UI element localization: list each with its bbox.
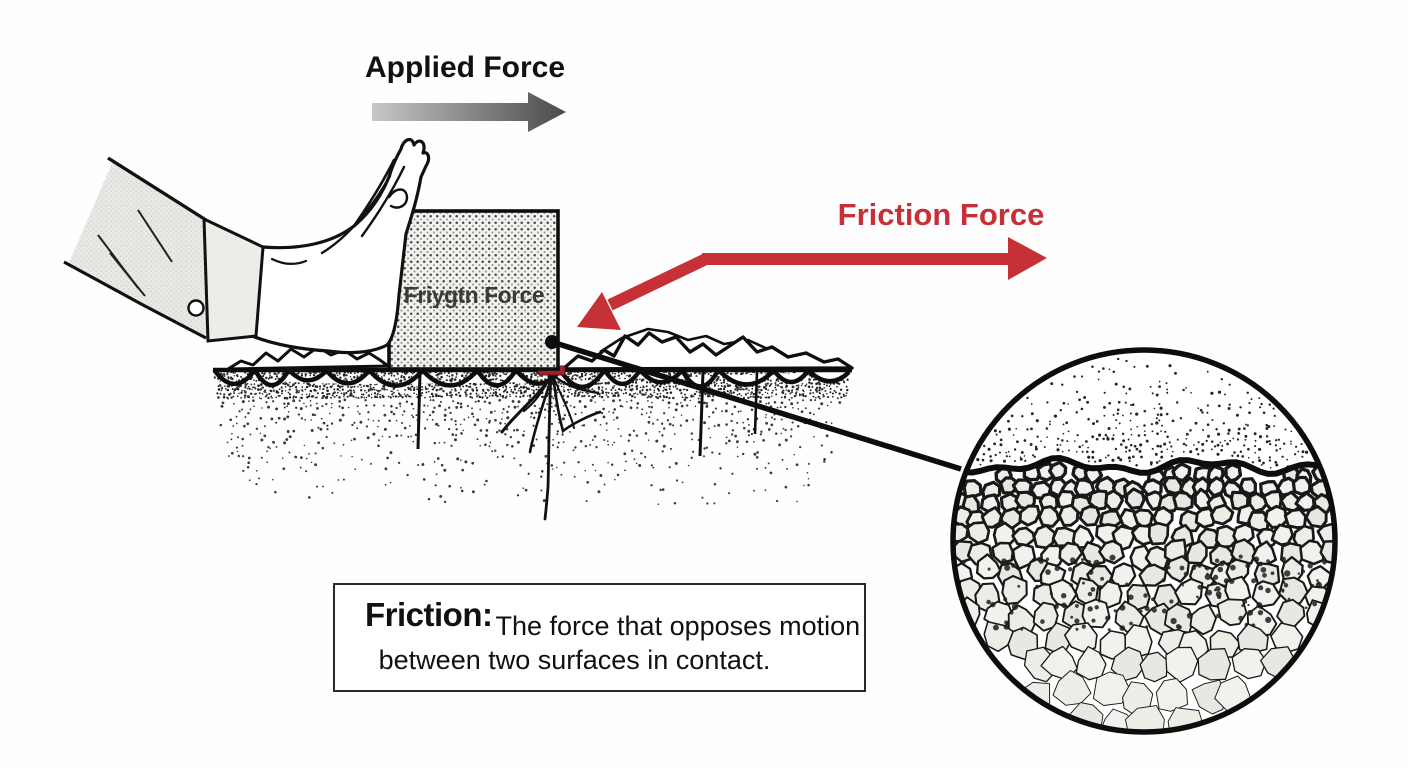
- applied-force-annotation: Applied Force: [365, 51, 566, 132]
- block-body: [387, 209, 560, 371]
- ground-crack-1: [416, 371, 422, 450]
- lens-top-stipple: [976, 357, 1309, 469]
- friction-arrow-head-right: [1008, 237, 1047, 280]
- definition-box: Friction: The force that opposes motion …: [333, 583, 866, 692]
- sleeve-bottom-edge: [63, 260, 207, 340]
- sleeve-fold-lines: [97, 209, 173, 297]
- callout-connector-line: [551, 339, 962, 472]
- applied-force-label: Applied Force: [365, 51, 565, 84]
- cuff-button: [187, 299, 205, 317]
- right-surface-ridge: [561, 331, 854, 371]
- block-garbled-label: Friygtn Force: [404, 282, 544, 308]
- friction-force-label: Friction Force: [838, 197, 1045, 232]
- shirt-sleeve: [68, 161, 208, 341]
- contact-crack-roots: [500, 372, 602, 521]
- friction-force-annotation: Friction Force: [577, 197, 1047, 330]
- shirt-cuff: [202, 216, 265, 343]
- applied-force-arrow: [372, 92, 566, 132]
- definition-line-1: Friction: The force that opposes motion: [335, 585, 864, 640]
- friction-arrow-bend: [607, 253, 709, 311]
- definition-term: Friction:: [365, 596, 493, 633]
- definition-text-2: between two surfaces in contact.: [378, 645, 771, 675]
- finger-lines: [270, 158, 409, 265]
- lens-dark-specks: [962, 554, 1327, 632]
- hand-arm-illustration: [63, 137, 431, 355]
- friction-arrow-head-left: [577, 292, 621, 330]
- arm-hand-outline: [250, 137, 431, 355]
- magnifier-callout: [545, 335, 1338, 735]
- sleeve-top-edge: [107, 156, 207, 222]
- definition-text-1: The force that opposes motion: [495, 611, 861, 641]
- block: Friygtn Force: [387, 209, 560, 371]
- magnifier-content: [955, 357, 1333, 730]
- lens-surface-boundary: [955, 455, 1333, 477]
- ground-scallop-bumps: [212, 367, 851, 390]
- ground-stipple-texture: [213, 370, 849, 506]
- magnifier-circle-rim: [950, 347, 1338, 735]
- ground-surface: [212, 327, 854, 521]
